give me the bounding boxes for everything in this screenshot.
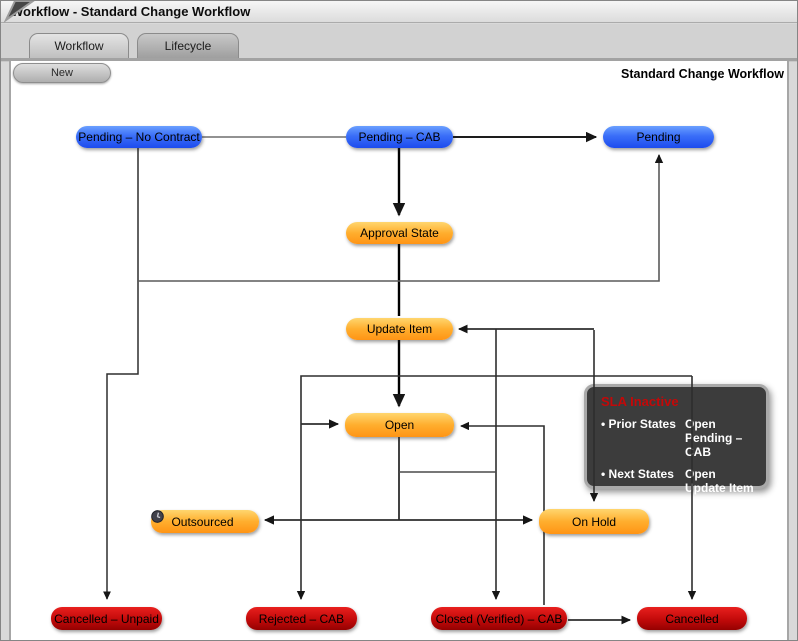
node-label: On Hold <box>571 514 617 529</box>
node-cancelled-unpaid[interactable]: Cancelled – Unpaid <box>51 607 162 630</box>
tab-lifecycle[interactable]: Lifecycle <box>137 33 239 58</box>
node-pending[interactable]: Pending <box>603 126 714 148</box>
node-label: Cancelled <box>665 611 719 626</box>
new-button[interactable]: New <box>13 63 111 83</box>
tab-strip: Workflow Lifecycle <box>1 24 797 58</box>
node-on-hold[interactable]: On Hold <box>539 509 649 534</box>
node-closed-verified-cab[interactable]: Closed (Verified) – CAB <box>431 607 567 630</box>
node-rejected-cab[interactable]: Rejected – CAB <box>246 607 357 630</box>
tab-workflow[interactable]: Workflow <box>29 33 129 58</box>
node-label: Outsourced <box>171 514 234 529</box>
node-label: Pending <box>636 130 681 144</box>
node-label: Open <box>384 418 415 432</box>
node-label: Pending – No Contract <box>78 130 200 144</box>
node-outsourced[interactable]: Outsourced <box>151 510 259 533</box>
node-open[interactable]: Open <box>345 413 454 437</box>
node-label: Update Item <box>366 322 433 336</box>
node-cancelled[interactable]: Cancelled <box>637 607 747 630</box>
node-label: Closed (Verified) – CAB <box>435 611 563 626</box>
window-titlebar: Workflow - Standard Change Workflow <box>1 1 797 23</box>
node-label: Rejected – CAB <box>258 611 345 626</box>
node-label: Approval State <box>360 226 439 240</box>
node-label: Cancelled – Unpaid <box>54 611 159 626</box>
workflow-panel <box>9 61 789 640</box>
node-pending-cab[interactable]: Pending – CAB <box>346 126 453 148</box>
window-title: Workflow - Standard Change Workflow <box>11 4 251 19</box>
node-label: Pending – CAB <box>358 130 441 144</box>
node-pending-no-contract[interactable]: Pending – No Contract <box>76 126 202 148</box>
node-update-item[interactable]: Update Item <box>346 318 453 340</box>
node-approval-state[interactable]: Approval State <box>346 222 453 244</box>
